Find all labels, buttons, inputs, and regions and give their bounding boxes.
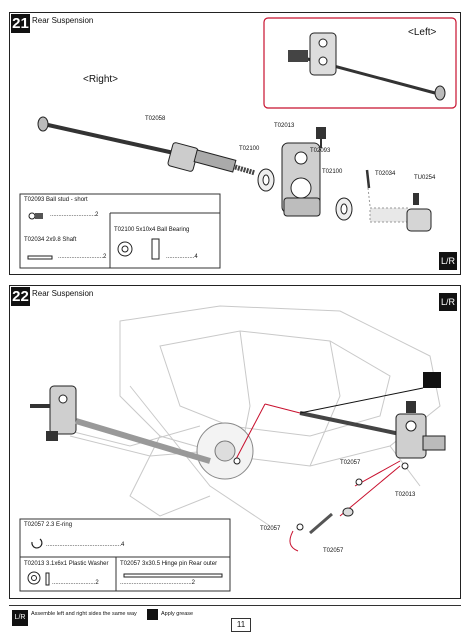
step-21-drawing (19, 17, 457, 269)
step-22-panel: 22 Rear Suspension (9, 285, 461, 599)
step-number: 22 (11, 287, 30, 306)
step-21-panel: 21 Rear Suspension (9, 12, 461, 275)
footer-note-grease: Apply grease (161, 611, 194, 617)
step-number: 21 (11, 14, 30, 33)
legend-ering: T02057 2.3 E-ring (24, 522, 73, 528)
legend-washer-qty: ..........................2 (52, 580, 99, 586)
right-view-label: <Right> (83, 74, 119, 85)
label-t02057-a: T02057 (340, 460, 361, 466)
footer-bar: L/R Assemble left and right sides the sa… (9, 605, 461, 632)
legend-shaft-qty: ...........................2 (58, 254, 107, 260)
legend-ball-stud: T02093 Ball stud - short (24, 197, 88, 203)
label-t02034: T02034 (375, 171, 396, 177)
footer-note-lr: Assemble left and right sides the same w… (31, 611, 137, 617)
legend-bearing-qty: .................4 (166, 254, 198, 260)
legend-shaft: T02034 2x9.8 Shaft (24, 237, 77, 243)
legend-hingepin: T02057 3x30.5 Hinge pin Rear outer (120, 561, 218, 567)
legend-hingepin-qty: ........................................… (120, 580, 196, 586)
grease-icon (147, 609, 158, 620)
label-t02058: T02058 (145, 116, 166, 122)
label-t02093: T02093 (310, 148, 331, 154)
legend-ering-qty: ........................................… (46, 542, 125, 548)
step-22-drawing (19, 305, 446, 592)
step-title: Rear Suspension (32, 16, 94, 25)
label-t02013: T02013 (274, 123, 295, 129)
step-title: Rear Suspension (32, 289, 94, 298)
label-t02100-b: T02100 (322, 169, 343, 175)
legend-washer: T02013 3.1x6x1 Plastic Washer (24, 561, 109, 567)
left-view-label: <Left> (408, 27, 437, 38)
label-t02013: T02013 (395, 492, 416, 498)
label-t02057-b: T02057 (260, 526, 281, 532)
label-t02057-c: T02057 (323, 548, 344, 554)
label-tu0254: TU0254 (414, 175, 436, 181)
label-t02100-a: T02100 (239, 146, 260, 152)
footer-lr-icon: L/R (12, 610, 28, 626)
lr-badge: L/R (439, 293, 457, 311)
legend-ball-stud-qty: ...........................2 (50, 212, 99, 218)
lr-badge: L/R (439, 252, 457, 270)
legend-bearing: T02100 5x10x4 Ball Bearing (114, 227, 190, 233)
page-number: 11 (231, 618, 251, 632)
